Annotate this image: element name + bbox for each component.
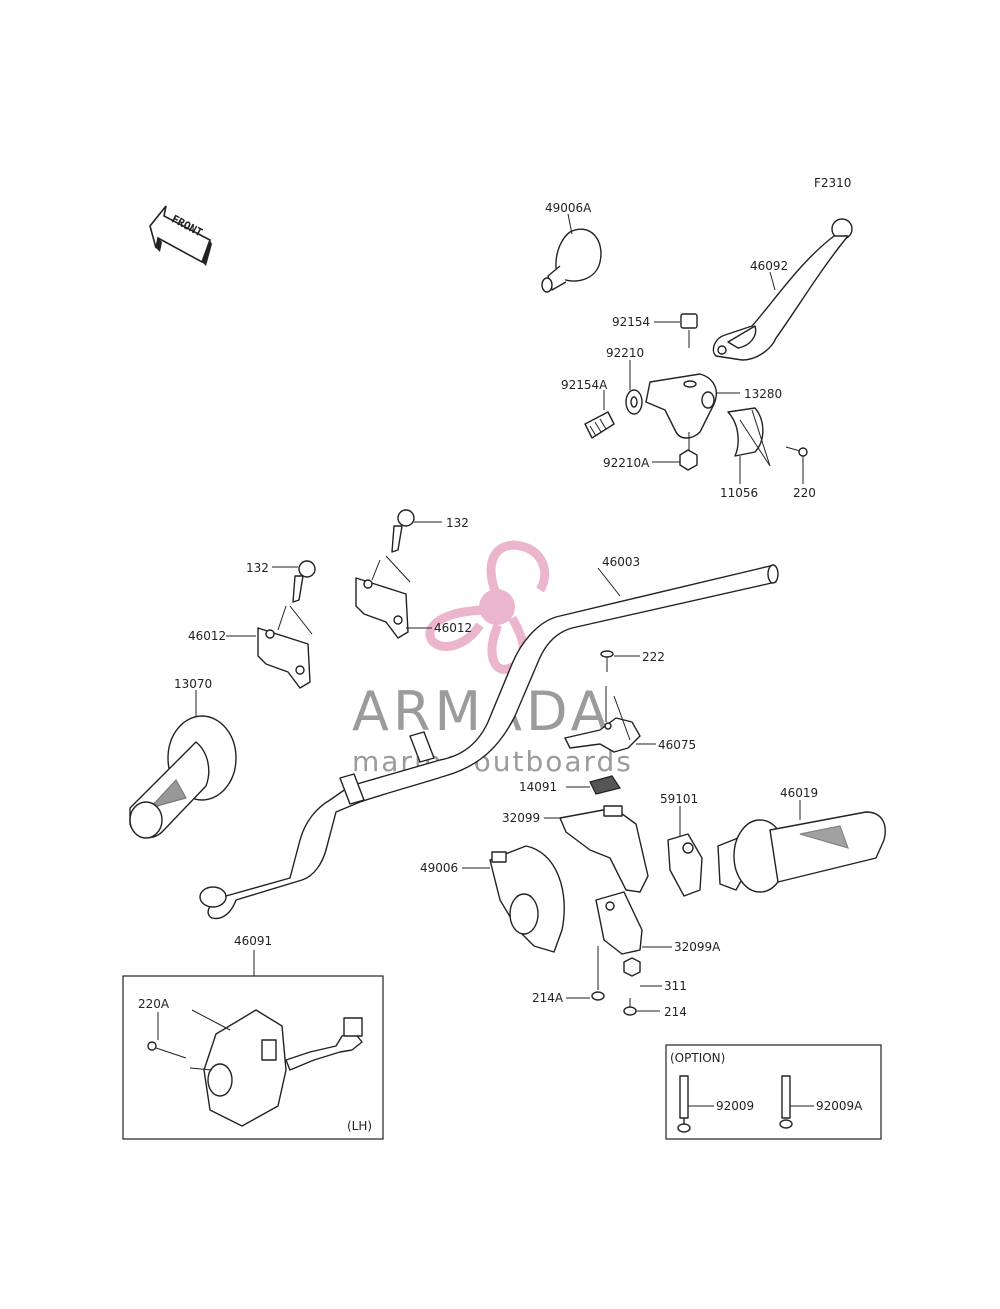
label-132-upper: 132 xyxy=(446,516,469,530)
part-46075-grip-left xyxy=(129,715,237,839)
label-46092: 46092 xyxy=(750,259,788,273)
label-311: 311 xyxy=(664,979,687,993)
label-32099: 32099 xyxy=(502,811,540,825)
label-46012-lower: 46012 xyxy=(188,629,226,643)
part-220A-screw xyxy=(147,1041,187,1059)
part-32099A-housing-lower xyxy=(595,891,643,955)
label-222: 222 xyxy=(642,650,665,664)
label-59101: 59101 xyxy=(660,792,698,806)
part-92009A-screw xyxy=(779,1075,793,1129)
part-13280-holder xyxy=(645,373,718,439)
part-92210A-nut xyxy=(679,432,698,471)
label-46019: 46019 xyxy=(780,786,818,800)
label-46075: 13070 xyxy=(174,677,212,691)
label-13280: 13280 xyxy=(744,387,782,401)
part-220-screw xyxy=(785,446,808,457)
part-49006A-cover xyxy=(541,228,602,293)
label-49006: 49006 xyxy=(420,861,458,875)
part-46091-switch xyxy=(189,1009,363,1127)
part-49006-case xyxy=(489,845,565,953)
part-92154A-adjuster xyxy=(584,411,615,439)
part-59101-housing xyxy=(667,806,703,897)
label-92154: 92154 xyxy=(612,315,650,329)
watermark: ARMADA marine outboards xyxy=(352,540,631,778)
label-220A: 220A xyxy=(138,997,170,1011)
part-32099-housing-upper xyxy=(559,805,649,893)
watermark-title: ARMADA xyxy=(352,680,612,743)
label-13070: 14091 xyxy=(519,780,557,794)
part-14091-cover xyxy=(564,686,641,753)
label-46091: 46091 xyxy=(234,934,272,948)
propeller-hub-icon xyxy=(479,589,515,625)
part-46012-holder-upper xyxy=(355,555,411,639)
label-14091: 46075 xyxy=(658,738,696,752)
switch-box-note: (LH) xyxy=(347,1119,372,1133)
label-11056: 11056 xyxy=(720,486,758,500)
part-214-screw xyxy=(623,998,637,1016)
label-49006A: 49006A xyxy=(545,201,592,215)
front-arrow-icon: FRONT xyxy=(149,205,212,266)
label-32099A: 32099A xyxy=(674,940,721,954)
part-92009-screw xyxy=(677,1075,691,1133)
option-box xyxy=(665,1044,882,1140)
part-132-bolt-upper xyxy=(391,509,415,553)
label-92154A: 92154A xyxy=(561,378,608,392)
label-220: 220 xyxy=(793,486,816,500)
part-46012-holder-lower xyxy=(257,605,313,689)
part-222-screw xyxy=(600,650,614,672)
part-46019-grip-right xyxy=(717,811,886,893)
label-132-lower: 132 xyxy=(246,561,269,575)
part-46092-lever xyxy=(712,218,853,361)
label-92009A: 92009A xyxy=(816,1099,863,1113)
option-box-title: (OPTION) xyxy=(670,1051,725,1065)
label-214A: 214A xyxy=(532,991,564,1005)
label-92210A: 92210A xyxy=(603,456,650,470)
label-92210: 92210 xyxy=(606,346,644,360)
part-132-bolt-lower xyxy=(292,560,316,603)
part-11056-clamp xyxy=(727,407,771,467)
label-46012-upper: 46012 xyxy=(434,621,472,635)
part-214A-screw xyxy=(591,946,605,1001)
part-311-nut xyxy=(623,957,641,977)
part-92154-bolt xyxy=(680,313,698,348)
part-46003-handlebar xyxy=(199,564,779,920)
part-92210-washer xyxy=(625,389,643,415)
switch-assembly-box xyxy=(122,975,384,1140)
label-214: 214 xyxy=(664,1005,687,1019)
label-46003: 46003 xyxy=(602,555,640,569)
figure-code: F2310 xyxy=(814,176,851,190)
part-13070-collar xyxy=(589,775,621,795)
label-92009: 92009 xyxy=(716,1099,754,1113)
